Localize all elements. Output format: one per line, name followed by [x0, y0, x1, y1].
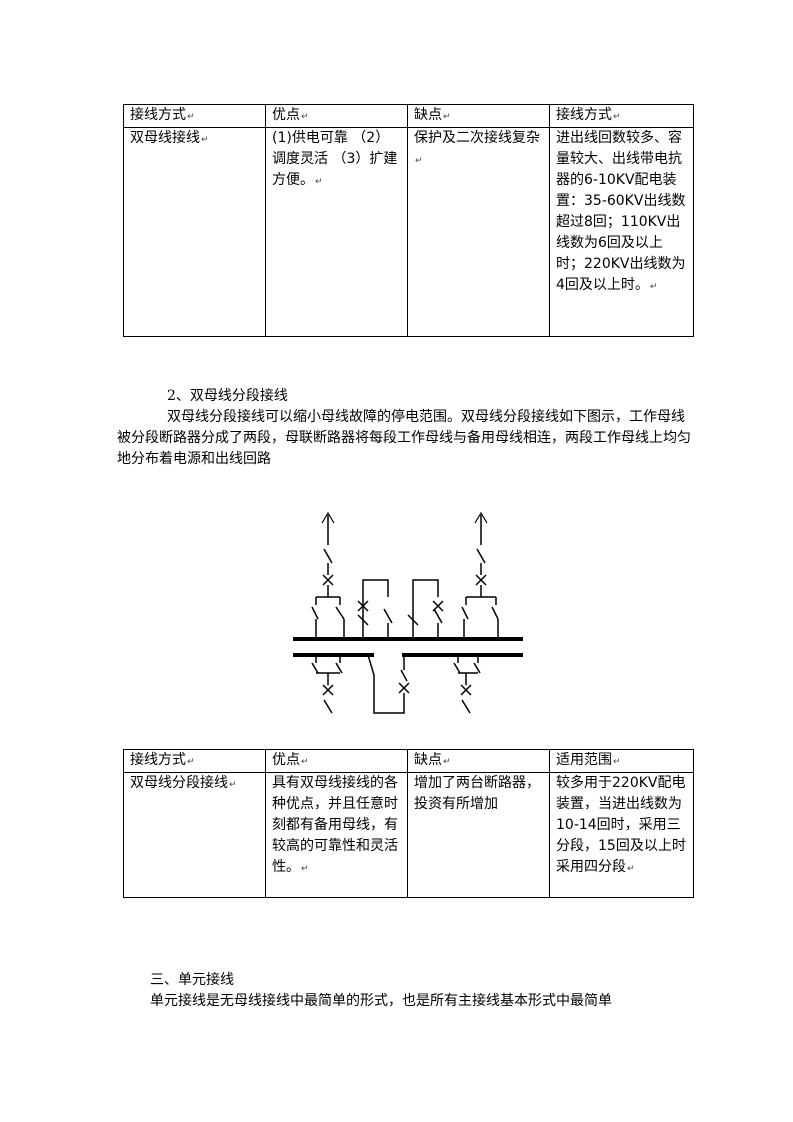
table-header-cell: 缺点↵ [407, 749, 550, 773]
feeder-left [311, 511, 345, 637]
lower-feeder-right [453, 655, 481, 714]
section-title: 2、双母线分段接线 [167, 388, 288, 404]
wiring-table-double-bus-sectionalized: 接线方式↵ 优点↵ 缺点↵ 适用范围↵ 双母线分段接线↵ 具有双母线接线的各种优… [123, 749, 694, 898]
table-cell-method: 双母线分段接线↵ [123, 772, 266, 898]
bus-coupler-left [357, 579, 393, 637]
feeder-right [461, 511, 499, 637]
table-cell-disadvantages: 保护及二次接线复杂↵ [407, 127, 550, 337]
section-breaker [367, 654, 410, 714]
table-cell-scope: 进出线回数较多、容量较大、出线带电抗器的6-10KV配电装置：35-60KV出线… [549, 127, 694, 337]
wiring-table-double-bus: 接线方式↵ 优点↵ 缺点↵ 接线方式↵ 双母线接线↵ (1)供电可靠 （2）调度… [123, 104, 694, 337]
table-header-cell: 缺点↵ [407, 104, 550, 128]
table-header-cell: 适用范围↵ [549, 749, 694, 773]
section-title: 三、单元接线 [150, 972, 234, 988]
table-row: 双母线接线↵ (1)供电可靠 （2）调度灵活 （3）扩建方便。↵ 保护及二次接线… [123, 127, 694, 337]
section-paragraph: 双母线分段接线可以缩小母线故障的停电范围。双母线分段接线如下图示，工作母线被分段… [117, 409, 691, 467]
table-header-row: 接线方式↵ 优点↵ 缺点↵ 接线方式↵ [123, 104, 694, 128]
table-cell-method: 双母线接线↵ [123, 127, 266, 337]
table-cell-advantages: (1)供电可靠 （2）调度灵活 （3）扩建方便。↵ [265, 127, 408, 337]
table-cell-scope: 较多用于220KV配电装置，当进出线数为10-14回时，采用三分段，15回及以上… [549, 772, 694, 898]
busbars [293, 637, 523, 657]
table-header-cell: 优点↵ [265, 104, 408, 128]
table-header-cell: 优点↵ [265, 749, 408, 773]
double-bus-sectionalized-diagram [293, 511, 523, 714]
section-paragraph: 单元接线是无母线接线中最简单的形式，也是所有主接线基本形式中最简单 [150, 993, 612, 1009]
table-header-cell: 接线方式↵ [123, 749, 266, 773]
table-cell-advantages: 具有双母线接线的各种优点，并且任意时刻都有备用母线，有较高的可靠性和灵活性。↵ [265, 772, 408, 898]
table-row: 双母线分段接线↵ 具有双母线接线的各种优点，并且任意时刻都有备用母线，有较高的可… [123, 772, 694, 898]
bus-coupler-right [407, 579, 444, 637]
table-header-cell: 接线方式↵ [549, 104, 694, 128]
table-cell-disadvantages: 增加了两台断路器，投资有所增加 [407, 772, 550, 898]
table-header-row: 接线方式↵ 优点↵ 缺点↵ 适用范围↵ [123, 749, 694, 773]
table-header-cell: 接线方式↵ [123, 104, 266, 128]
lower-feeder-left [311, 655, 343, 714]
